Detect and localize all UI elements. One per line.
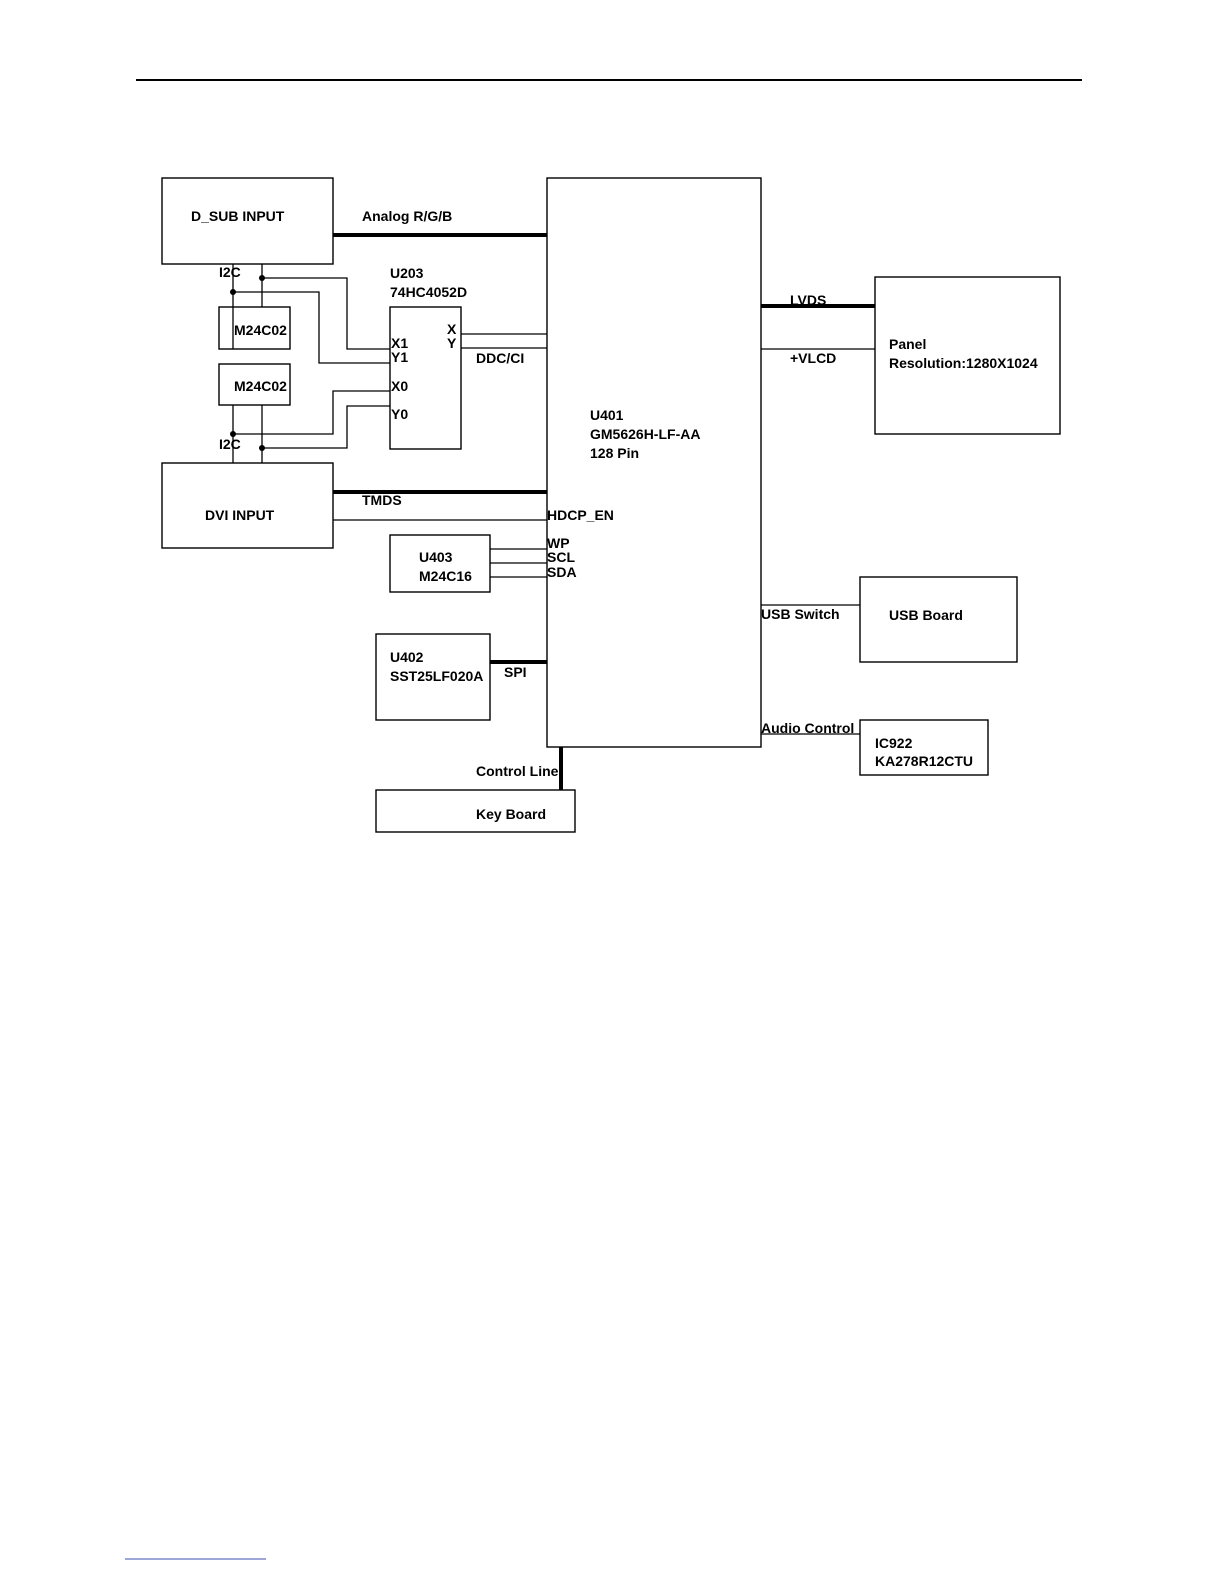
i2c-top-label: I2C [219,264,241,280]
scl-signal-label: SCL [547,549,575,565]
analog-signal-label: Analog R/G/B [362,208,452,224]
u402-ref-label: U402 [390,649,424,665]
i2c-bottom-label: I2C [219,436,241,452]
key-board-label: Key Board [476,806,546,822]
dvi-to-x0-wire [233,391,390,434]
dsub-to-x1-wire [262,278,390,349]
sda-signal-label: SDA [547,564,577,580]
junction-dot [259,445,265,451]
u403-part-label: M24C16 [419,568,472,584]
hdcp-signal-label: HDCP_EN [547,507,614,523]
usb-board-label: USB Board [889,607,963,623]
panel-resolution-label: Resolution:1280X1024 [889,355,1038,371]
mux-part-label: 74HC4052D [390,284,467,300]
dvi-input-block [162,463,333,548]
vlcd-signal-label: +VLCD [790,350,836,366]
dvi-to-y0-wire [262,406,390,448]
mux-pin-x0: X0 [391,378,408,394]
ic922-part-label: KA278R12CTU [875,753,973,769]
audio-control-label: Audio Control [761,720,854,736]
control-line-label: Control Line [476,763,559,779]
lvds-signal-label: LVDS [790,292,826,308]
dvi-input-label: DVI INPUT [205,507,275,523]
mux-pin-y: Y [447,335,457,351]
eeprom-top-label: M24C02 [234,322,287,338]
panel-title-label: Panel [889,336,926,352]
junction-dot [230,289,236,295]
ic922-ref-label: IC922 [875,735,913,751]
dsub-input-label: D_SUB INPUT [191,208,285,224]
junction-dot [259,275,265,281]
mux-ref-label: U203 [390,265,424,281]
usb-switch-label: USB Switch [761,606,840,622]
u401-scaler-block [547,178,761,747]
u403-ref-label: U403 [419,549,453,565]
u401-ref-label: U401 [590,407,624,423]
tmds-signal-label: TMDS [362,492,402,508]
eeprom-bottom-label: M24C02 [234,378,287,394]
mux-pin-y0: Y0 [391,406,408,422]
spi-signal-label: SPI [504,664,527,680]
ddc-signal-label: DDC/CI [476,350,524,366]
u401-pins-label: 128 Pin [590,445,639,461]
u401-part-label: GM5626H-LF-AA [590,426,700,442]
mux-pin-y1: Y1 [391,349,408,365]
u402-part-label: SST25LF020A [390,668,483,684]
